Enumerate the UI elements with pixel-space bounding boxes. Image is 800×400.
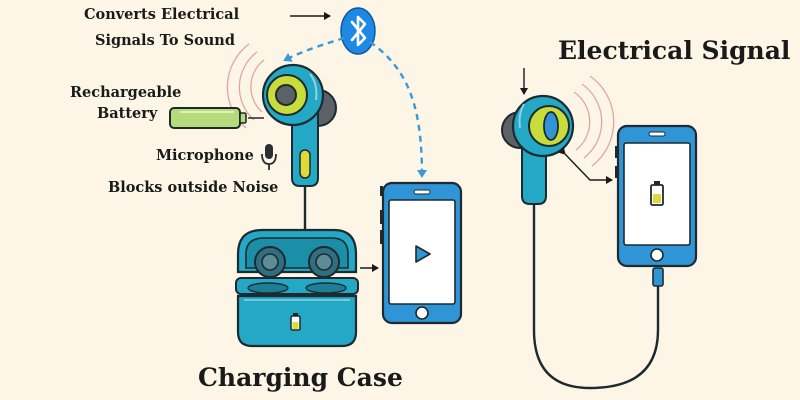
- rechargeable-battery: [169, 107, 247, 129]
- arrow-earbud-to-phone: [557, 146, 613, 184]
- label-electrical-signal: Electrical Signal: [558, 36, 790, 65]
- bluetooth-icon: [340, 7, 376, 55]
- play-icon: [415, 245, 431, 263]
- label-microphone: Microphone: [156, 147, 254, 164]
- cable-connector: [652, 267, 664, 287]
- label-charging-case: Charging Case: [198, 363, 403, 392]
- case-battery-icon: [290, 313, 301, 331]
- right-earbud: [501, 75, 615, 205]
- label-battery-line2: Battery: [97, 105, 158, 122]
- microphone-icon: [261, 144, 277, 170]
- battery-icon: [650, 181, 664, 206]
- charging-case: [235, 228, 359, 348]
- dashed-arrow-to-phone: [369, 41, 427, 178]
- dashed-arrow-to-earbud: [283, 36, 345, 62]
- label-battery-line1: Rechargeable: [70, 84, 181, 101]
- right-sound-waves: [573, 75, 615, 167]
- label-converts-line1: Converts Electrical: [84, 6, 240, 23]
- label-blocks-noise: Blocks outside Noise: [108, 179, 278, 196]
- left-earbud-mic-strip: [299, 149, 311, 179]
- left-phone: [380, 181, 463, 325]
- label-converts-line2: Signals To Sound: [95, 32, 235, 49]
- right-phone: [615, 124, 698, 268]
- left-earbud: [226, 43, 337, 187]
- right-charging-cable: [532, 204, 660, 390]
